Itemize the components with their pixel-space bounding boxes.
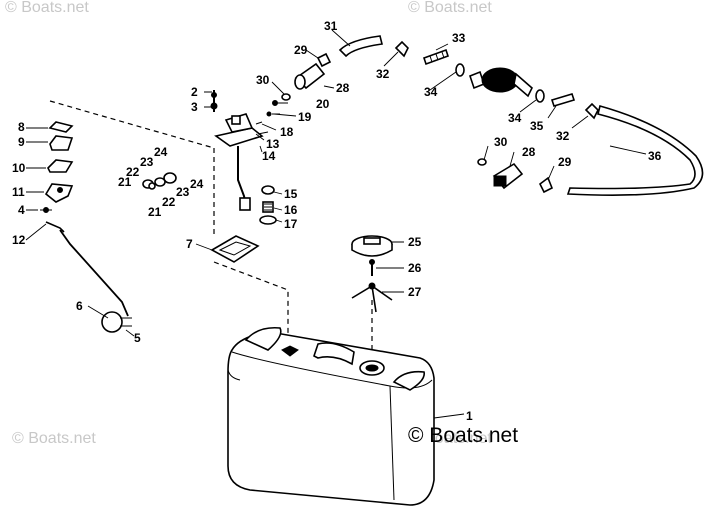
fuel-tank [227,326,435,506]
callout-29b: 29 [558,155,572,169]
callout-17: 17 [284,217,298,231]
callout-4: 4 [18,203,25,217]
callout-19: 19 [298,110,312,124]
callout-32a: 32 [376,67,390,81]
callout-12: 12 [12,233,26,247]
callout-11: 11 [12,185,25,199]
callout-28a: 28 [336,81,350,95]
callout-25: 25 [408,235,422,249]
primer-bulb [469,67,533,98]
cap-screw [369,259,375,276]
o-ring-34-upper [455,63,465,77]
fuel-pickup-assembly [214,113,269,211]
bushings [142,172,177,190]
hose-31 [338,35,383,58]
callout-24b: 24 [190,177,204,191]
callout-14: 14 [262,149,276,163]
callout-36: 36 [648,149,662,163]
callout-23a: 23 [140,155,154,169]
clamp-32-lower [584,102,599,120]
callout-13: 13 [266,137,280,151]
callout-16: 16 [284,203,298,217]
clamp-29-lower [538,176,554,194]
callout-35: 35 [530,119,544,133]
callout-27: 27 [408,285,422,299]
callout-24a: 24 [154,145,168,159]
callout-26: 26 [408,261,422,275]
cap-vent-retainer [351,282,393,313]
callout-9: 9 [18,135,25,149]
gasket [210,235,260,263]
callout-7: 7 [186,237,193,251]
callout-34b: 34 [508,111,522,125]
callout-21a: 21 [118,175,132,189]
callout-30a: 30 [256,73,270,87]
fuel-hose-36 [566,105,704,196]
callout-15: 15 [284,187,298,201]
screw-and-washer [210,90,218,112]
callout-3: 3 [191,100,198,114]
fitting-35 [550,93,576,107]
callout-22b: 22 [162,195,176,209]
watermark-bottom-left: © Boats.net [12,430,96,447]
clamp-29 [316,52,332,68]
callout-30b: 30 [494,135,508,149]
connector-28 [294,62,326,90]
callout-21b: 21 [148,205,162,219]
fitting-33 [422,48,450,66]
leader-lines [25,29,647,419]
watermark-top-right: © Boats.net [408,0,492,16]
pin-19 [266,111,272,117]
callout-29a: 29 [294,43,308,57]
callout-1: 1 [466,409,473,423]
fill-cap [351,235,393,257]
clamp-32-upper [394,40,409,58]
pin-20 [272,100,278,106]
callout-33: 33 [452,31,466,45]
callout-23b: 23 [176,185,190,199]
callout-31: 31 [324,19,338,33]
o-ring-30 [281,93,291,101]
float-arm [59,229,132,333]
o-ring-34-lower [535,89,545,103]
callout-10: 10 [12,161,26,175]
callout-22a: 22 [126,165,140,179]
pickup-filter-parts [259,185,277,225]
callout-6: 6 [76,299,83,313]
callout-2: 2 [191,85,198,99]
callout-34a: 34 [424,85,438,99]
callout-28b: 28 [522,145,536,159]
callout-5: 5 [134,331,141,345]
watermark-main: © Boats.net [408,424,518,447]
watermark-top-left: © Boats.net [5,0,89,16]
callout-32b: 32 [556,129,570,143]
left-parts-stack [40,121,74,233]
callout-8: 8 [18,120,25,134]
connector-28-lower [492,162,524,190]
dashed-assembly-line-left [49,100,289,350]
callout-18: 18 [280,125,294,139]
o-ring-30-lower [477,158,487,166]
callout-20: 20 [316,97,330,111]
